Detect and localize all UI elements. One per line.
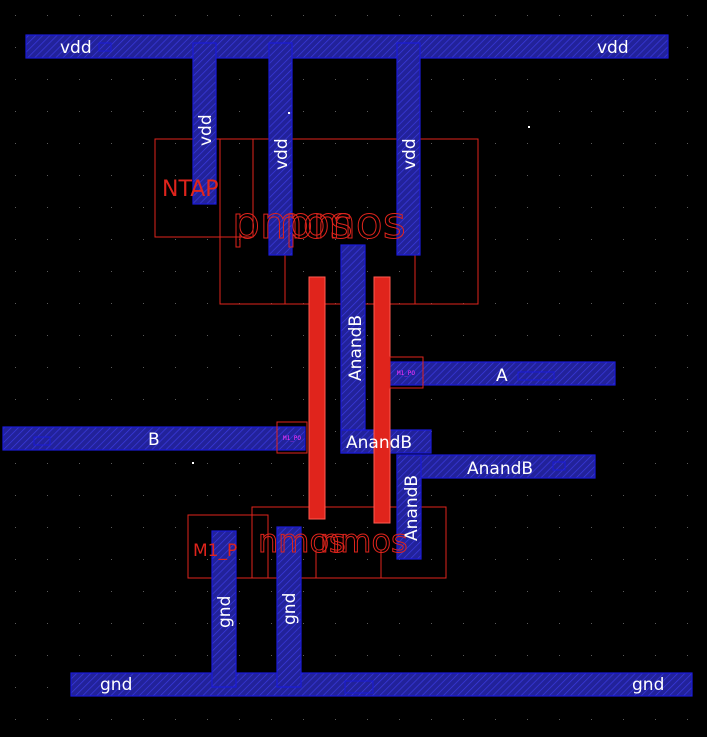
via-a-label: M1_PO: [397, 370, 415, 377]
nmos-outline[interactable]: [251, 506, 447, 579]
nmos-label-2: nmos: [320, 522, 408, 560]
vdd-rail[interactable]: [25, 34, 669, 59]
metal-layer: [2, 34, 693, 697]
vdd-strap-2[interactable]: [268, 42, 293, 256]
via-b-box[interactable]: [276, 421, 308, 454]
vdd-label-left: vdd: [60, 38, 92, 58]
pin-markers: [33, 42, 566, 694]
vdd-strap-3[interactable]: [396, 42, 421, 256]
pmos-label-2: pmos: [285, 198, 406, 249]
vdd-label-strap-3: vdd: [400, 138, 420, 170]
out-label-vertical-2: AnandB: [402, 475, 422, 541]
poly-gate-b[interactable]: [308, 276, 326, 520]
vdd-strap-1[interactable]: [192, 42, 217, 205]
vdd-label-strap-2: vdd: [272, 138, 292, 170]
origin-markers: [192, 112, 530, 464]
b-wire[interactable]: [2, 426, 306, 451]
poly-gate-a[interactable]: [373, 276, 391, 524]
gnd-strap-2[interactable]: [276, 526, 302, 688]
net-labels: vdd vdd vdd vdd vdd AnandB A B AnandB An…: [60, 38, 664, 695]
b-label: B: [148, 430, 160, 450]
poly-vias: M1_PO M1_PO: [276, 356, 424, 454]
out-label-pad: AnandB: [346, 433, 412, 453]
vdd-label-right: vdd: [597, 38, 629, 58]
pmos-label-1: pmos: [232, 198, 353, 249]
via-b-label: M1_PO: [283, 435, 301, 442]
gnd-rail[interactable]: [70, 672, 693, 697]
gnd-strap-1[interactable]: [211, 530, 237, 688]
vdd-label-strap-1: vdd: [196, 114, 216, 146]
a-label: A: [496, 366, 508, 386]
out-label-wire: AnandB: [467, 459, 533, 479]
gnd-label-right: gnd: [632, 675, 664, 695]
gnd-label-strap-1: gnd: [215, 596, 235, 628]
gnd-label-left: gnd: [100, 675, 132, 695]
via-a-box[interactable]: [389, 356, 424, 389]
nmos-label-1: nmos: [258, 522, 346, 560]
gnd-label-strap-2: gnd: [280, 593, 300, 625]
cell-names: NTAP M1_P pmos pmos nmos nmos: [162, 177, 408, 561]
poly-layer: [308, 276, 391, 524]
out-vertical-nmos[interactable]: [396, 454, 422, 560]
m1p-label: M1_P: [193, 541, 237, 561]
ntap-label: NTAP: [162, 177, 219, 202]
out-label-vertical-1: AnandB: [346, 315, 366, 381]
